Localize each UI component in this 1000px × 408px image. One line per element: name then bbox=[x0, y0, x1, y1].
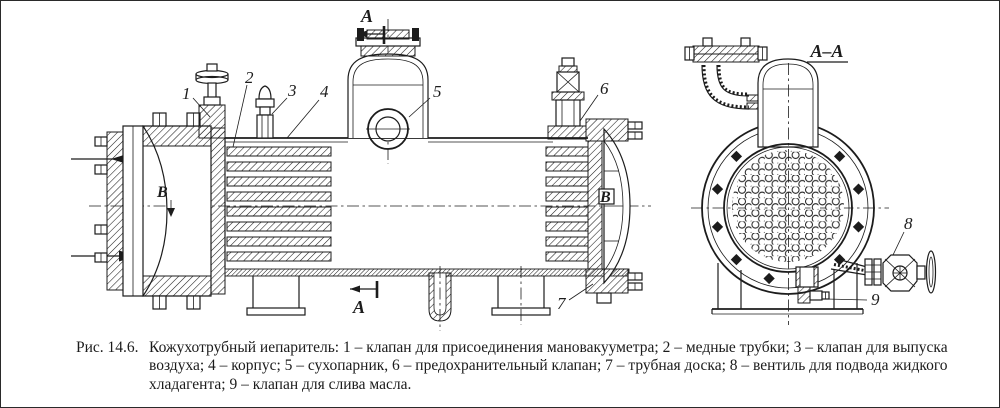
figure-number: Рис. 14.6. bbox=[76, 339, 139, 356]
figure-caption: Рис. 14.6. Кожухотрубный иепаритель: 1 –… bbox=[76, 339, 986, 394]
leader-9 bbox=[825, 298, 868, 301]
safety-valve bbox=[547, 57, 587, 140]
steam-dome bbox=[347, 19, 429, 164]
callout-1: 1 bbox=[182, 84, 191, 103]
section-label-a-top: А bbox=[360, 6, 373, 26]
tube-bundle bbox=[226, 146, 589, 262]
caption-line-1: Кожухотрубный иепаритель: 1 – клапан для… bbox=[149, 339, 948, 356]
section-view-title: А–А bbox=[809, 41, 843, 61]
stud-bolts bbox=[94, 112, 201, 310]
oil-pocket bbox=[428, 266, 452, 331]
callout-8: 8 bbox=[904, 214, 913, 233]
callout-6: 6 bbox=[600, 79, 609, 98]
refrigerant-valve bbox=[830, 250, 937, 294]
section-mark-bottom: А bbox=[350, 281, 379, 317]
chamber-label-b-right: В bbox=[599, 189, 611, 206]
caption-line-2: воздуха; 4 – корпус; 5 – сухопарник, 6 –… bbox=[149, 357, 948, 375]
air-release-valve bbox=[255, 85, 275, 139]
left-tube-sheet bbox=[210, 127, 226, 295]
oil-drain-valve bbox=[795, 266, 830, 304]
dome-cross-section bbox=[746, 58, 819, 148]
chamber-label-b-left: В bbox=[156, 184, 168, 201]
tube-holes bbox=[732, 150, 844, 262]
tube-sheet-face bbox=[723, 143, 853, 273]
side-view: В bbox=[71, 6, 651, 331]
left-head: В bbox=[94, 112, 212, 310]
pipe-flange bbox=[684, 37, 768, 63]
leader-8 bbox=[892, 231, 905, 256]
bent-pipe bbox=[684, 37, 768, 110]
section-view: А–А bbox=[684, 37, 937, 325]
callout-7: 7 bbox=[557, 294, 567, 313]
callout-3: 3 bbox=[287, 81, 297, 100]
section-label-a-bottom: А bbox=[352, 297, 365, 317]
evaporator-drawing: В bbox=[71, 6, 937, 331]
stand bbox=[711, 263, 864, 315]
section-mark-top: А bbox=[357, 6, 386, 44]
callout-4: 4 bbox=[320, 82, 329, 101]
right-tube-sheet bbox=[587, 140, 603, 270]
right-head: В bbox=[585, 118, 643, 304]
caption-line-3: хладагента; 9 – клапан для слива масла. bbox=[149, 375, 412, 393]
callout-2: 2 bbox=[245, 68, 254, 87]
manovacuummeter-valve bbox=[195, 63, 229, 139]
supports bbox=[246, 266, 551, 325]
callout-9: 9 bbox=[871, 290, 880, 309]
callout-5: 5 bbox=[433, 82, 442, 101]
callout-leaders bbox=[192, 84, 599, 301]
